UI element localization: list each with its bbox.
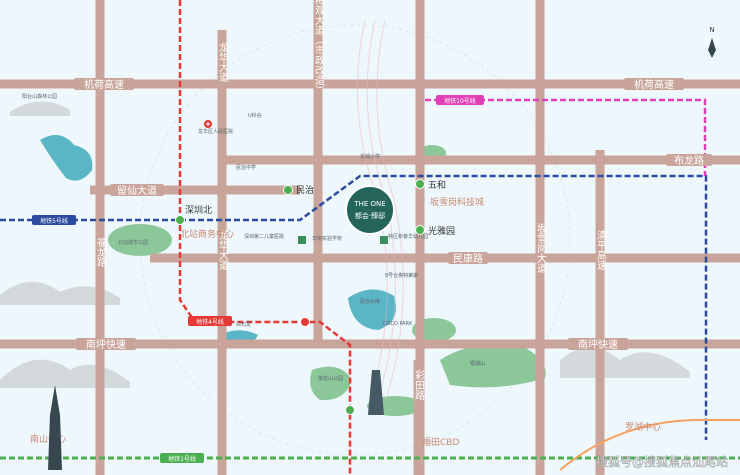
metro-label-l1: 地铁1号线 [168,455,196,463]
road-label-longhua: 龙华大道 [217,41,229,82]
metro-labels: 地铁5号线 地铁4号线 地铁10号线 地铁1号线 [32,95,484,463]
park-beizhan [108,224,172,256]
school-icon [298,236,306,244]
road-label-nanping: 南坪快速 [86,338,126,351]
water-yangtai [40,135,93,181]
range-circle [139,24,571,456]
hospital-icon [204,120,212,128]
poi-school-teshang: 特区新春华幼儿园 [388,233,428,240]
metro-station-icon [175,215,185,225]
road-label-bulong: 布龙路 [674,154,704,167]
project-pin-icon: THE ONE 都会·臻邸 [345,185,395,235]
poi-huacheng: 花城小学 [360,153,380,160]
metro-station-icon [283,185,293,195]
area-beizhan: 北站商务中心 [180,228,234,240]
road-label-nanping2: 南坪快速 [578,338,618,351]
road-label-caitian: 彩田路 [413,370,425,401]
road-label-minkang: 民康路 [453,252,483,265]
road-labels: 机荷高速 机荷高速 布龙路 留仙大道 民康路 南坪快速 南坪快速 龙华大道 龙华… [74,0,712,401]
station-guangyayuan: 光雅园 [428,225,455,237]
area-bantian: 坂雪岗科技城 [430,196,484,208]
skyscraper-icon [48,385,62,470]
metro-label-l4: 地铁4号线 [196,318,224,326]
road-label-jihe: 机荷高速 [84,78,124,91]
road-label-qingping: 清平高速 [595,229,607,270]
poi-labels: 阳台山森林公园 北站城市公园 民治水库 莲花山公园 银湖山 华南实验学校 特区新… [22,93,485,382]
area-labels: 北站商务中心 坂雪岗科技城 福田CBD 罗湖中心 南山中心 [30,196,661,448]
road-label-bg [666,154,712,166]
metro-station-icon [415,225,425,235]
area-luohu: 罗湖中心 [625,421,661,433]
metro-line4 [178,0,352,475]
road-label-bg [74,78,134,90]
compass-icon: N [708,26,716,58]
poi-school-shijin: 华南实验学校 [312,235,342,242]
metro-station-icon [415,179,425,189]
road-label-bg [110,184,164,196]
watermark-text: 搜狐号@搜狐焦点汕尾站 [596,454,728,469]
metro-line2 [559,419,740,471]
station-wuhe: 五和 [428,180,446,191]
poi-minxiao: 民治中学 [236,164,256,171]
poi-ubisq: U科谷 [248,112,262,119]
metro-label-l5: 地铁5号线 [40,217,68,225]
station-markers: 深圳北 民治 五和 光雅园 [175,179,455,415]
poi-longhua-hosp: 龙华区人民医院 [198,128,233,135]
metro-station-icon [345,405,355,415]
road-label-bg [448,252,488,264]
road-label-bannan: 坂雪岗大道 [535,223,547,273]
road-label-meiguan: 梅观大道（市政改造） [313,0,325,95]
road-label-jihe2: 机荷高速 [634,78,674,91]
poi-baishi: 白石龙 [236,321,251,328]
road-label-bg [568,338,628,350]
park-lianhua [310,366,352,401]
park-yinhu [440,344,546,388]
station-minzhi: 民治 [296,184,314,196]
metro-line5 [0,174,708,440]
project-name-en: THE ONE [353,200,385,208]
road-label-liuxian: 留仙大道 [117,184,157,197]
project-name-cn: 都会·臻邸 [355,211,385,220]
poi-minzhipark: 民治水库 [360,298,380,305]
water-minzhi-reservoir [348,289,396,330]
poi-yangtai: 阳台山森林公园 [22,93,57,100]
road-label-longhua2: 龙华大道 [217,229,229,270]
road-label-bg [624,78,684,90]
svg-text:N: N [709,26,714,34]
road-label-fulong: 福龙路 [95,236,107,268]
area-futian: 福田CBD [422,436,459,448]
station-shenzhenbei: 深圳北 [185,205,212,216]
statue-icon [368,370,384,415]
poi-leyu: 8号仓奥特莱斯 [385,272,418,279]
metro-line10 [425,98,707,176]
road-label-bg [76,338,136,350]
poi-beizhanpark: 北站城市公园 [118,239,148,246]
school-icon [380,236,388,244]
metro-station-icon [300,317,310,327]
metro-label-l10: 地铁10号线 [444,97,476,105]
poi-hospital: 深圳第二儿童医院 [244,233,284,240]
poi-cocopark: COCO PARK [383,321,413,327]
poi-lianhua: 莲花山公园 [318,375,343,382]
poi-yinhu: 银湖山 [470,360,485,367]
